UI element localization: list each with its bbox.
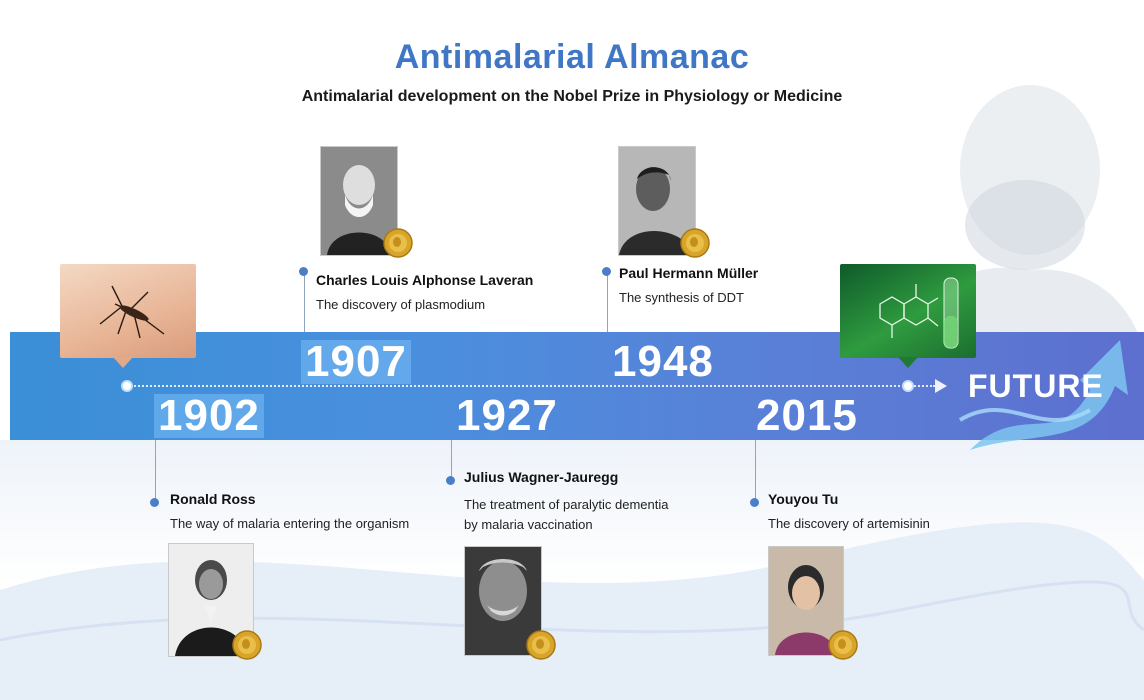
event-desc-wagner-jauregg-2: by malaria vaccination [464, 517, 593, 532]
future-arrow-icon [958, 340, 1128, 450]
timeline-dotted-line [127, 385, 935, 387]
event-name-tu: Youyou Tu [768, 491, 839, 507]
event-desc-wagner-jauregg-1: The treatment of paralytic dementia [464, 497, 669, 512]
nobel-medal-icon [680, 228, 710, 258]
timeline-dot [750, 498, 759, 507]
portrait-figure [321, 147, 397, 255]
event-desc-ross: The way of malaria entering the organism [170, 516, 410, 531]
event-name-muller: Paul Hermann Müller [619, 265, 759, 281]
event-name-ross: Ronald Ross [170, 491, 256, 507]
artemisinin-molecule-photo [840, 264, 976, 358]
page-subtitle: Antimalarial development on the Nobel Pr… [301, 88, 843, 105]
portrait-figure [465, 547, 541, 655]
timeline-start-node [121, 380, 133, 392]
nobel-medal-icon [526, 630, 556, 660]
event-desc-laveran: The discovery of plasmodium [316, 297, 486, 312]
molecule-pointer [898, 357, 918, 368]
event-name-wagner-jauregg: Julius Wagner-Jauregg [464, 469, 619, 485]
connector-line [304, 272, 305, 332]
timeline-end-node [902, 380, 914, 392]
year-2015: 2015 [756, 391, 858, 440]
wagner-jauregg-portrait-photo [464, 546, 542, 656]
event-desc-tu: The discovery of artemisinin [768, 516, 930, 531]
timeline-arrow-icon [935, 379, 947, 393]
year-1902: 1902 [154, 394, 264, 438]
connector-line [607, 272, 608, 332]
future-label: FUTURE [968, 368, 1104, 404]
connector-line [155, 440, 156, 502]
mosquito-photo [60, 264, 196, 358]
connector-line [755, 440, 756, 502]
page-title: Antimalarial Almanac [394, 38, 750, 76]
nobel-medal-icon [232, 630, 262, 660]
year-1907: 1907 [301, 340, 411, 384]
mosquito-icon [99, 285, 165, 339]
timeline-dot [150, 498, 159, 507]
timeline-dot [446, 476, 455, 485]
molecule-icon [879, 277, 959, 349]
event-name-laveran: Charles Louis Alphonse Laveran [316, 272, 534, 288]
nobel-medal-icon [828, 630, 858, 660]
timeline-dot [602, 267, 611, 276]
nobel-medal-icon [383, 228, 413, 258]
event-desc-muller: The synthesis of DDT [619, 290, 744, 305]
timeline-dot [299, 267, 308, 276]
mosquito-pointer [113, 357, 133, 368]
year-1948: 1948 [612, 337, 714, 386]
connector-line [451, 440, 452, 480]
year-1927: 1927 [456, 391, 558, 440]
